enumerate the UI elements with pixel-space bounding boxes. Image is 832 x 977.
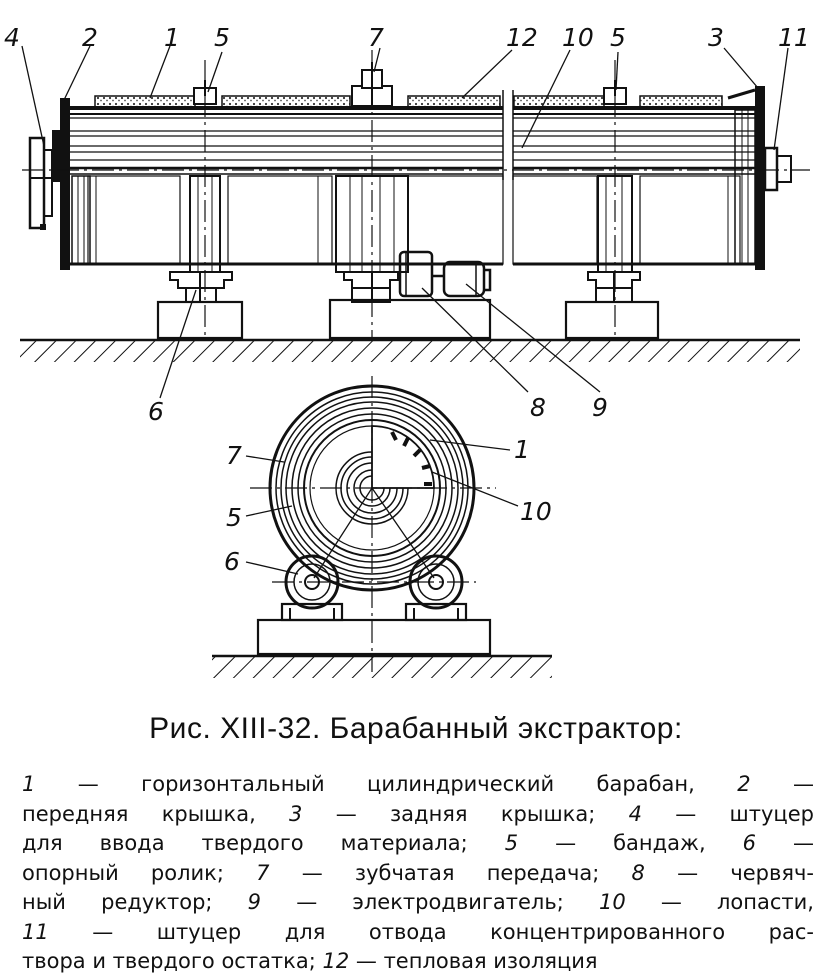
center-lines [22, 50, 810, 340]
legend-text: передняя крышка, [22, 801, 290, 826]
legend-text: ный редуктор; [22, 890, 248, 914]
legend-number: 5 [504, 831, 519, 855]
legend-text: — [750, 772, 814, 796]
legend-text: — штуцер [641, 801, 814, 826]
legend-number: 8 [631, 860, 645, 885]
side-ground [20, 338, 800, 362]
callouts-side-bottom: 6 8 9 [148, 393, 608, 426]
foundation-blocks [156, 298, 660, 340]
legend-line: передняя крышка, 3 — задняя крышка; 4 — … [22, 800, 814, 830]
rear-cover [727, 86, 765, 270]
legend-text: — лопасти, [625, 890, 814, 914]
legend-number: 2 [737, 772, 751, 796]
legend-text: опорный ролик; [22, 860, 257, 885]
callout-1: 1 [164, 23, 180, 52]
side-view [20, 45, 810, 399]
callout-7-section: 7 [226, 441, 242, 470]
legend-line: ный редуктор; 9 — электродвигатель; 10 —… [22, 888, 814, 918]
extractor-drawing: 4 2 1 5 7 12 10 5 3 11 6 8 9 7 5 6 1 10 [4, 23, 810, 678]
callouts-top: 4 2 1 5 7 12 10 5 3 11 [4, 23, 810, 52]
support-roller-center [343, 271, 399, 303]
callout-11: 11 [778, 23, 810, 52]
inlet-nozzle [28, 136, 60, 230]
legend-number: 6 [742, 831, 756, 855]
figure-caption: Рис. XIII-32. Барабанный экстрактор: [149, 712, 683, 745]
callouts-section: 7 5 6 1 10 [224, 435, 552, 576]
callout-9: 9 [592, 393, 608, 422]
legend-number: 12 [322, 949, 350, 973]
thermal-insulation [94, 95, 723, 108]
section-center-lines [250, 376, 496, 672]
figure-legend: 1 — горизонтальный цилиндрический бараба… [22, 770, 814, 977]
worm-reducer [398, 250, 444, 298]
support-roller-right [587, 271, 641, 303]
legend-line: опорный ролик; 7 — зубчатая передача; 8 … [22, 859, 814, 889]
support-roller-left [169, 271, 233, 303]
legend-text: — бандаж, [518, 831, 743, 855]
cross-section-view [212, 376, 552, 678]
legend-text: — червяч- [644, 860, 814, 885]
callout-5-right: 5 [610, 23, 626, 52]
callout-6-side: 6 [148, 397, 164, 426]
legend-line: 11 — штуцер для отвода концентрированног… [22, 918, 814, 948]
outlet-nozzle [763, 146, 792, 192]
legend-number: 7 [256, 860, 270, 885]
section-ground [212, 654, 552, 678]
section-roller-left [284, 554, 340, 620]
callout-12: 12 [506, 23, 538, 52]
section-spokes [313, 487, 435, 579]
blades [371, 425, 435, 489]
front-cover [52, 98, 91, 270]
callout-3: 3 [708, 23, 724, 52]
section-foundation [256, 602, 492, 656]
callout-4: 4 [4, 23, 20, 52]
legend-number: 4 [628, 801, 642, 826]
callout-10-section: 10 [520, 497, 552, 526]
legend-line: 1 — горизонтальный цилиндрический бараба… [22, 770, 814, 800]
legend-text: — зубчатая передача; [269, 860, 632, 885]
legend-text: — [756, 831, 814, 855]
callout-6-section: 6 [224, 547, 240, 576]
callout-5-left: 5 [214, 23, 230, 52]
legend-text: — задняя крышка; [302, 801, 629, 826]
legend-text: — тепловая изоляция [349, 949, 598, 973]
callout-1-section: 1 [514, 435, 530, 464]
legend-number: 10 [598, 890, 626, 914]
legend-number: 1 [22, 772, 36, 796]
legend-text: — электродвигатель; [261, 890, 599, 914]
legend-line: для ввода твердого материала; 5 — бандаж… [22, 829, 814, 859]
callout-8: 8 [530, 393, 546, 422]
side-leaders [21, 45, 789, 399]
electric-motor [442, 260, 492, 298]
legend-number: 9 [247, 890, 262, 914]
legend-number: 11 [22, 919, 49, 944]
callout-2: 2 [82, 23, 98, 52]
drum-body [70, 90, 755, 280]
legend-text: — штуцер для отвода концентрированного р… [48, 919, 814, 944]
callout-5-section: 5 [226, 503, 242, 532]
legend-text: — горизонтальный цилиндрический барабан, [35, 772, 738, 796]
legend-number: 3 [289, 801, 303, 826]
legend-text: твора и твердого остатка; [22, 949, 323, 973]
legend-line: твора и твердого остатка; 12 — тепловая … [22, 947, 814, 977]
callout-7: 7 [368, 23, 384, 52]
legend-text: для ввода твердого материала; [22, 831, 505, 855]
callout-10: 10 [562, 23, 594, 52]
section-leaders [245, 439, 519, 575]
